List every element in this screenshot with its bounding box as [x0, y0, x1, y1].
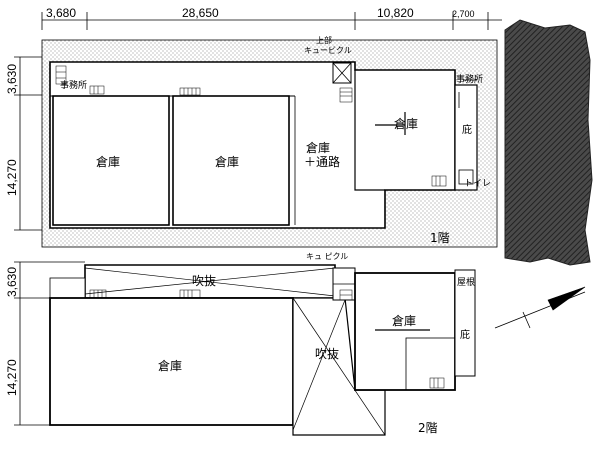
dim-top-1: 3,680: [46, 6, 76, 20]
floor2-warehouse-east: [354, 272, 456, 391]
floor1-warehouse-b: [172, 95, 290, 226]
floor1-label-warehouse-b: 倉庫: [215, 154, 239, 169]
floor2-roof-annex: [454, 269, 476, 377]
floor2-left-dimension-line: [14, 261, 85, 426]
floor2-label-warehouse-main: 倉庫: [158, 358, 182, 373]
north-arrow-icon: [494, 286, 586, 329]
floor1-label-warehouse-passage: 倉庫: [306, 140, 330, 155]
floor2-warehouse-main: [49, 297, 294, 426]
top-dimension-line: [41, 12, 502, 30]
dim-f1-left-2: 14,270: [5, 159, 19, 196]
floor2: 吹抜 吹抜 倉庫 倉庫 屋根 庇 キュ ピクル 2階: [49, 252, 476, 436]
dim-f2-left-2: 14,270: [5, 359, 19, 396]
floor1-toilet-box: [458, 169, 474, 185]
floor1-floor-name: 1階: [430, 230, 450, 245]
floor2-left-tab: [49, 277, 86, 299]
dim-top-3: 10,820: [377, 6, 414, 20]
floor1-label-cubicle: キュービクル: [304, 46, 352, 55]
floor1-label-passage: ＋通路: [304, 154, 340, 169]
floor1-label-upper: 上部: [316, 35, 332, 45]
floor2-label-warehouse-east: 倉庫: [392, 313, 416, 328]
floor1-warehouse-a: [52, 95, 170, 226]
dim-f2-left-1: 3,630: [5, 267, 19, 297]
floor1-label-warehouse-a: 倉庫: [96, 154, 120, 169]
floor1-east-annex: [454, 84, 478, 191]
floor2-label-cubicle: キュ ピクル: [306, 252, 348, 261]
floor1: 倉庫 倉庫 倉庫 ＋通路 倉庫 事務所 事務所 庇 トイレ 上部 キュービクル …: [41, 35, 498, 248]
floor1-stairs: [55, 65, 447, 187]
floor1-label-office-west: 事務所: [60, 79, 87, 91]
adjacent-building: [504, 19, 593, 266]
floor1-east-warehouse-wall: [354, 70, 385, 191]
floor1-label-warehouse-east: 倉庫: [394, 116, 418, 131]
dim-f1-left-1: 3,630: [5, 64, 19, 94]
dim-top-4: 2,700: [452, 9, 475, 19]
floor1-label-toilet: トイレ: [464, 179, 491, 189]
floor2-label-void-top: 吹抜: [192, 274, 216, 288]
floor2-label-eave: 庇: [460, 328, 470, 341]
floor1-label-eave: 庇: [462, 123, 472, 136]
floor1-label-office-east: 事務所: [456, 73, 483, 85]
dim-top-2: 28,650: [182, 6, 219, 20]
floor2-label-void-center: 吹抜: [315, 347, 339, 361]
floor2-stairs: [89, 289, 445, 389]
floor2-floor-name: 2階: [418, 420, 438, 435]
floor2-void-strip-diagonal: [84, 267, 336, 297]
floor2-label-roof: 屋根: [457, 276, 475, 288]
